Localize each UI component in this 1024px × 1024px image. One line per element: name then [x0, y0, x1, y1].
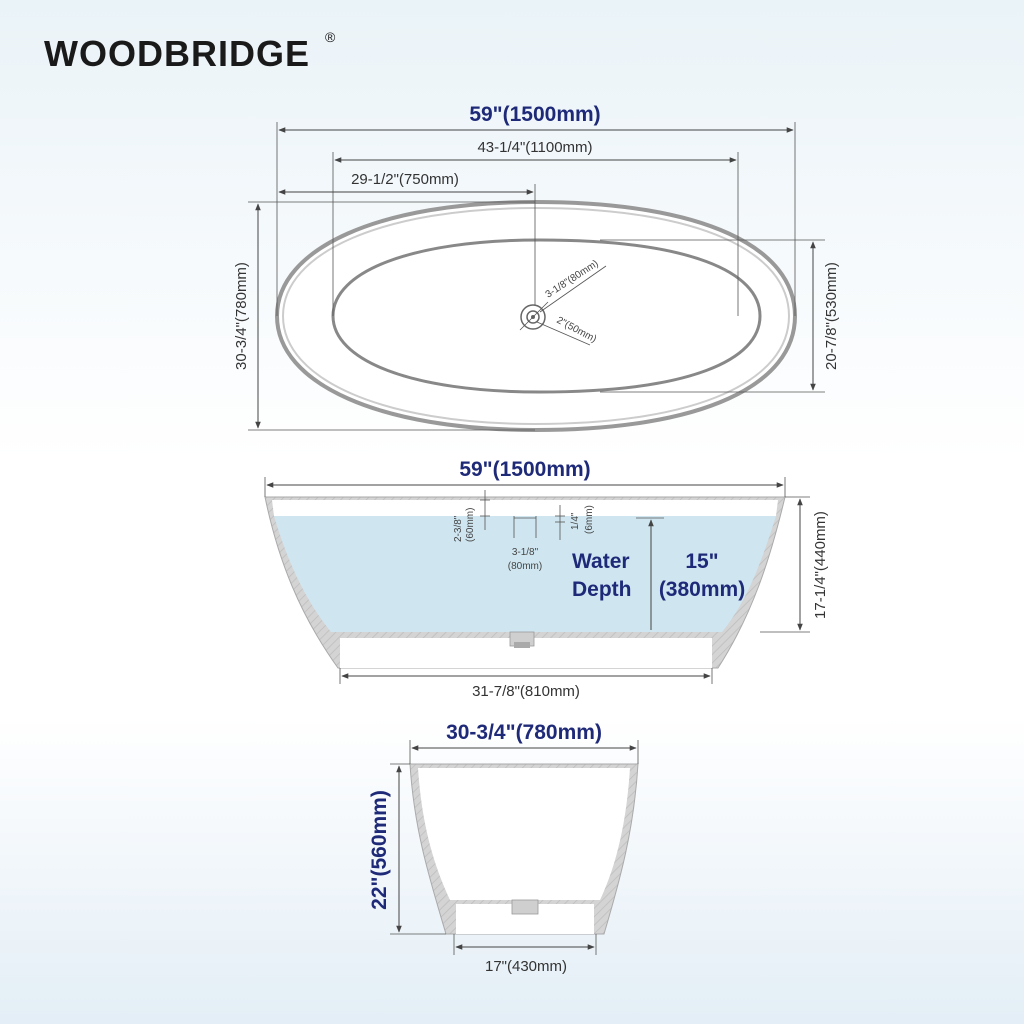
- water-depth-label-1: Water: [572, 550, 630, 573]
- side-overall-length: 59"(1500mm): [459, 458, 590, 481]
- end-width: 30-3/4"(780mm): [446, 721, 602, 744]
- side-base-length: 31-7/8"(810mm): [472, 683, 580, 700]
- top-view: 3-1/8"(80mm) 2"(50mm) 59"(1500mm) 43-1/4…: [233, 103, 840, 433]
- overflow-size-label-a: 3-1/8": [512, 547, 539, 558]
- side-view: 59"(1500mm) 2-3/8" (60mm) 3-1/8" (80mm) …: [264, 458, 829, 700]
- water-depth-label-2: Depth: [572, 578, 632, 601]
- top-overall-width: 30-3/4"(780mm): [233, 262, 250, 370]
- side-height: 17-1/4"(440mm): [812, 511, 829, 619]
- brand-name: WOODBRIDGE: [44, 33, 310, 74]
- end-base-width: 17"(430mm): [485, 958, 567, 975]
- end-height: 22"(560mm): [368, 790, 391, 910]
- overflow-top-label-b: (60mm): [465, 508, 476, 542]
- end-view: 30-3/4"(780mm) 22"(560mm) 17"(430mm): [368, 721, 639, 975]
- top-inner-width: 20-7/8"(530mm): [823, 262, 840, 370]
- top-inner-length: 43-1/4"(1100mm): [477, 139, 592, 156]
- top-drain-offset: 29-1/2"(750mm): [351, 171, 459, 188]
- water-depth-value-1: 15": [685, 550, 718, 573]
- side-water: [274, 516, 776, 632]
- brand-registered-mark: ®: [325, 29, 336, 45]
- overflow-top-label-a: 2-3/8": [453, 515, 464, 542]
- brand-logo: WOODBRIDGE ®: [44, 29, 336, 74]
- water-depth-value-2: (380mm): [659, 578, 745, 601]
- top-overall-length: 59"(1500mm): [469, 103, 600, 126]
- overflow-size-label-b: (80mm): [508, 561, 542, 572]
- overflow-gap-label-a: 1/4": [570, 512, 581, 530]
- top-inner-basin: [331, 238, 762, 394]
- overflow-gap-label-b: (6mm): [584, 505, 595, 534]
